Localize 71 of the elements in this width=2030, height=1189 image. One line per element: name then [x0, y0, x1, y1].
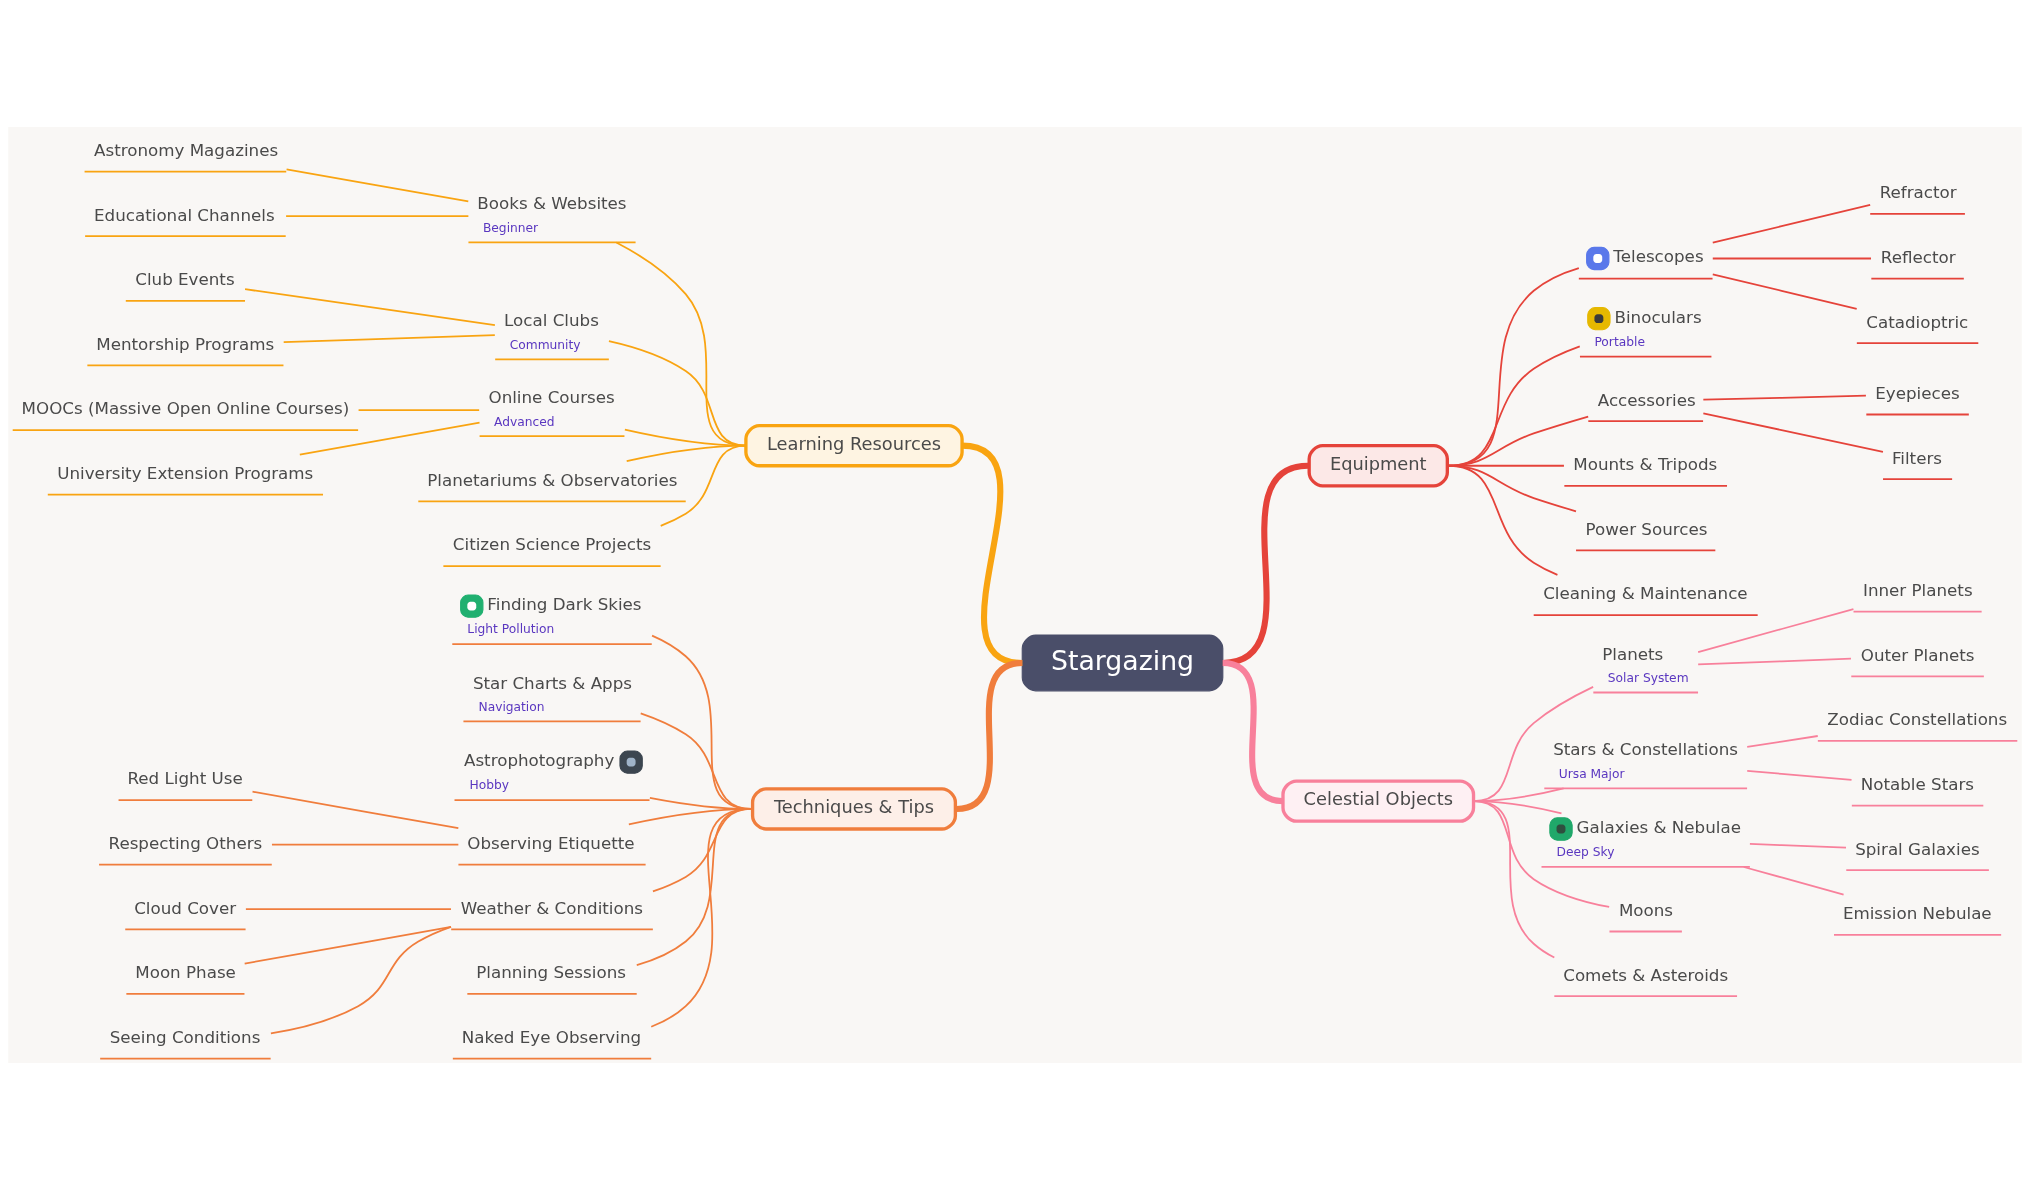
node-text: Seeing Conditions	[109, 1026, 261, 1047]
connector	[1702, 411, 1884, 453]
node-text: Astronomy Magazines	[94, 139, 279, 160]
connector	[1697, 657, 1852, 665]
connector	[1472, 799, 1556, 958]
node-box: Techniques & Tips	[750, 786, 958, 831]
connector	[1711, 257, 1872, 259]
node-text: Emission Nebulae	[1842, 902, 1992, 923]
node-box: Stargazing	[1021, 634, 1224, 691]
connector	[1746, 734, 1819, 748]
connector	[270, 925, 452, 1034]
node-text: Local Clubs Community	[504, 309, 599, 352]
node-text: Books & Websites Beginner	[477, 192, 627, 235]
node-text: Citizen Science Projects	[452, 533, 652, 554]
node-text: Cloud Cover	[134, 897, 237, 918]
node-box: Celestial Objects	[1281, 778, 1476, 823]
node-text: Notable Stars	[1860, 773, 1975, 794]
connector	[357, 408, 481, 411]
node-text: Respecting Others	[108, 832, 263, 853]
node-text: Filters	[1891, 447, 1943, 468]
node-text: Observing Etiquette	[467, 832, 635, 853]
connector	[1711, 272, 1858, 310]
connector	[650, 807, 753, 1028]
connector	[1742, 865, 1845, 895]
connector	[271, 843, 460, 845]
connector	[243, 925, 452, 964]
node-text: Mentorship Programs	[96, 333, 275, 354]
node-text: Catadioptric	[1866, 311, 1969, 332]
node-text: Planets Solar System	[1602, 643, 1689, 685]
connector	[1746, 769, 1853, 781]
connector	[659, 444, 747, 527]
node-text: Accessories	[1597, 389, 1696, 410]
connector	[1711, 203, 1872, 244]
node-text: Stars & Constellations Ursa Major	[1553, 738, 1739, 781]
node-box: Equipment	[1307, 443, 1449, 487]
connector	[1702, 394, 1867, 401]
node-text: Planning Sessions	[476, 961, 626, 982]
node-text: Zodiac Constellations	[1827, 708, 2008, 729]
node-text: Moon Phase	[135, 961, 236, 982]
node-text: Comets & Asteroids	[1563, 964, 1729, 985]
node-text: Refractor	[1879, 181, 1957, 202]
connector	[282, 333, 496, 343]
node-text: Cleaning & Maintenance	[1543, 582, 1748, 603]
node-text: Educational Channels	[94, 204, 275, 225]
node-text: Power Sources	[1585, 518, 1708, 539]
connector	[1447, 464, 1559, 576]
connector	[298, 421, 481, 455]
node-text: Red Light Use	[127, 767, 243, 788]
node-text: Eyepieces	[1875, 382, 1960, 403]
node-text: University Extension Programs	[57, 462, 314, 483]
connector	[1749, 842, 1847, 848]
connector	[1697, 607, 1855, 653]
node-text: Outer Planets	[1860, 644, 1975, 665]
node-text: Moons	[1618, 899, 1674, 920]
node-text: Mounts & Tripods	[1573, 453, 1718, 474]
node-text: Star Charts & Apps Navigation	[472, 672, 633, 714]
node-text: Club Events	[135, 268, 235, 289]
node-text: Reflector	[1880, 246, 1956, 267]
node-text: Planetariums & Observatories	[427, 469, 678, 490]
node-box: Learning Resources	[744, 423, 964, 467]
node-text: MOOCs (Massive Open Online Courses)	[21, 397, 350, 418]
node-text: Naked Eye Observing	[461, 1026, 642, 1047]
node-text: Weather & Conditions	[460, 897, 644, 918]
node-text: Inner Planets	[1862, 579, 1973, 600]
connector	[251, 790, 460, 829]
connector	[244, 287, 496, 326]
node-text: Spiral Galaxies	[1855, 838, 1980, 859]
node-text: Online Courses Advanced	[488, 386, 615, 429]
connector	[285, 214, 470, 217]
connector	[285, 167, 470, 202]
connector	[245, 907, 452, 910]
